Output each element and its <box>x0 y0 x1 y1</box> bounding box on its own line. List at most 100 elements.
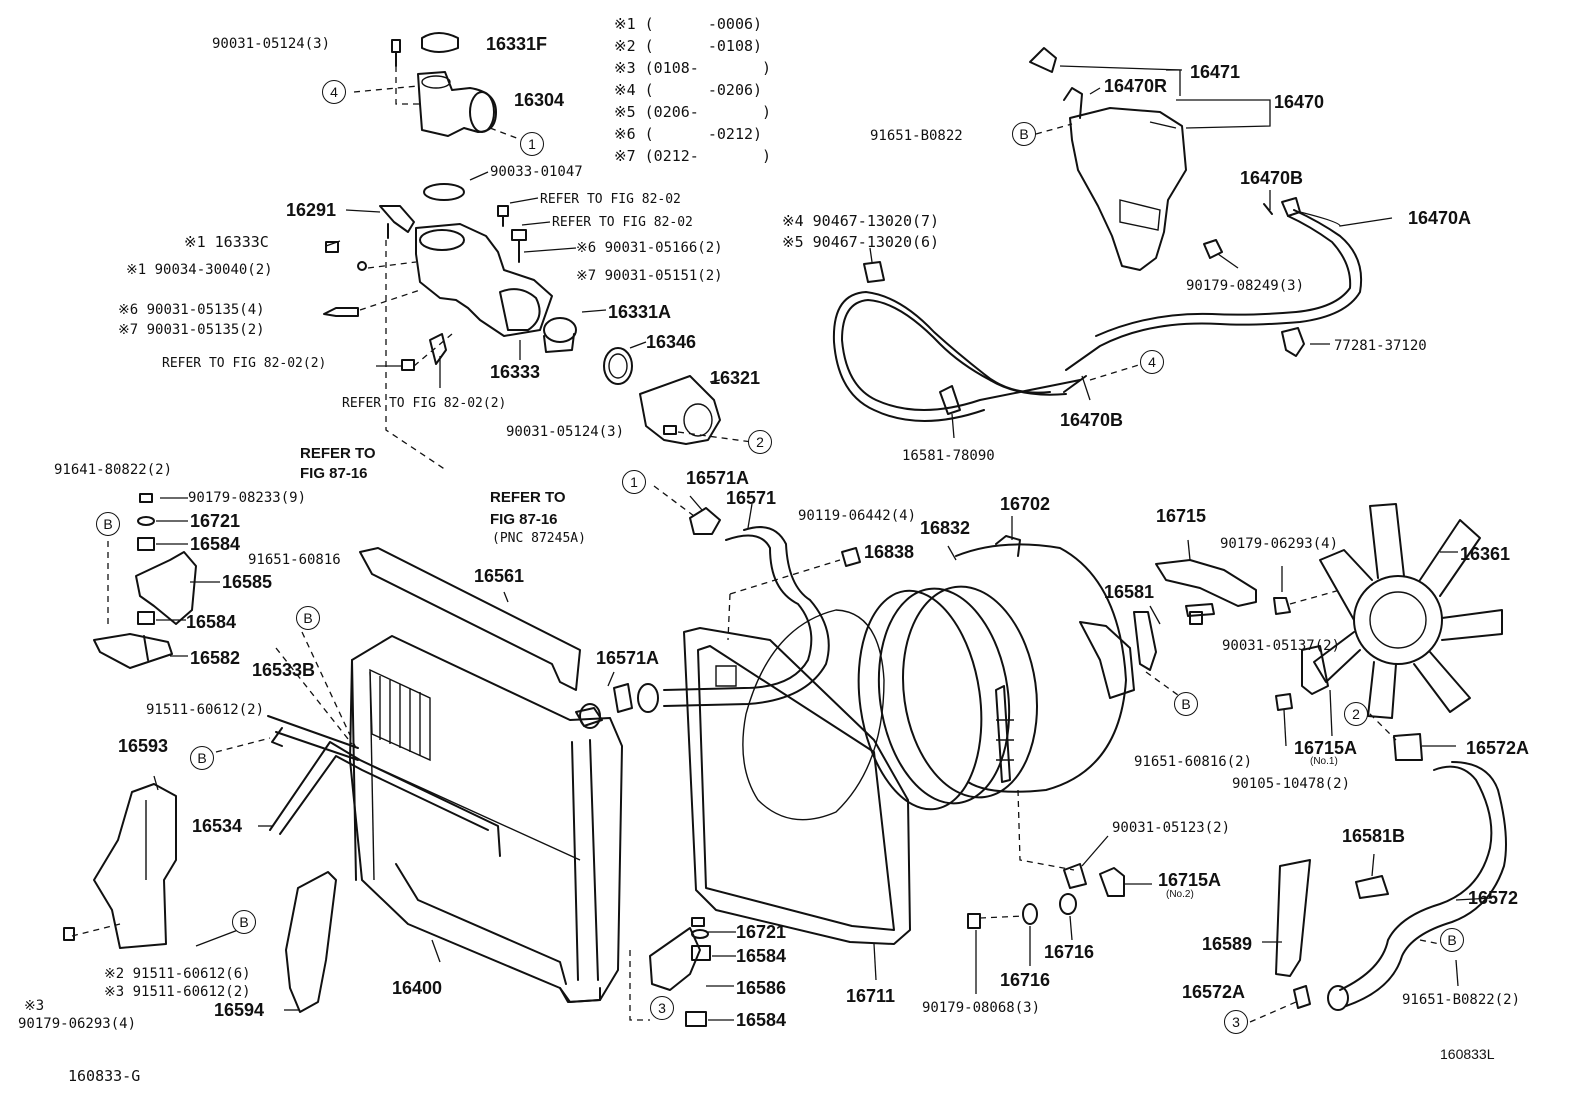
part-label: 16331A <box>608 302 672 322</box>
part-label: 90031-05137(2) <box>1222 638 1341 654</box>
part-label: ※6 90031-05135(4) <box>118 302 265 318</box>
part-label: (No.1) <box>1310 756 1338 767</box>
part-label: 16561 <box>474 566 525 586</box>
part-label: ※7 90031-05151(2) <box>576 268 723 284</box>
part-label: (No.2) <box>1166 889 1194 900</box>
note-row-5: ※5 (0206- ) <box>614 103 772 121</box>
part-label: 91651-60816 <box>248 552 341 568</box>
part-label: ※1 90034-30040(2) <box>126 262 273 278</box>
hardware-16716 <box>967 863 1125 929</box>
part-label: 90179-08249(3) <box>1186 278 1305 294</box>
ref-circle-3: 3 <box>1224 1010 1248 1034</box>
part-label: ※1 16333C <box>184 233 269 251</box>
ref-circle-1: 1 <box>520 132 544 156</box>
part-label: 16721 <box>190 511 241 531</box>
part-label: 16572 <box>1468 888 1519 908</box>
part-label: 16715A <box>1158 870 1222 890</box>
part-label: 16593 <box>118 736 169 756</box>
part-label: 16361 <box>1460 544 1511 564</box>
thermostat-part <box>543 317 633 385</box>
ref-circle-1: 1 <box>622 470 646 494</box>
upper-hose-16571 <box>613 507 830 713</box>
part-label: 16585 <box>222 572 273 592</box>
part-label: 16470A <box>1408 208 1472 228</box>
support-rod-16534 <box>267 715 501 857</box>
ref-circle-2: 2 <box>748 430 772 454</box>
part-label: 16589 <box>1202 934 1253 954</box>
part-label: 16470 <box>1274 92 1325 112</box>
ref-circle-4: 4 <box>322 80 346 104</box>
part-label: 16571 <box>726 488 777 508</box>
ref-circle-b: B <box>96 512 120 536</box>
note-row-4: ※4 ( -0206) <box>614 81 763 99</box>
strap-16589 <box>1275 859 1389 977</box>
part-label: 16702 <box>1000 494 1051 514</box>
part-label: 16832 <box>920 518 971 538</box>
part-label: 16321 <box>710 368 761 388</box>
part-label: (PNC 87245A) <box>492 531 586 546</box>
overflow-hose <box>832 197 1363 422</box>
part-label: ※3 <box>24 998 45 1014</box>
fan-16361 <box>1313 503 1503 719</box>
part-label: 16838 <box>864 542 915 562</box>
part-label: 16711 <box>846 986 896 1006</box>
part-label: ※6 90031-05166(2) <box>576 240 723 256</box>
part-label: REFER TO FIG 82-02(2) <box>162 356 327 371</box>
part-label: 90179-06293(4) <box>18 1016 137 1032</box>
part-label: 16331F <box>486 34 548 54</box>
part-label: 16571A <box>686 468 750 488</box>
lower-mount-16586 <box>649 917 711 1027</box>
part-label: 90179-08068(3) <box>922 1000 1041 1016</box>
part-label: 91511-60612(2) <box>146 702 265 718</box>
part-label: 90119-06442(4) <box>798 508 917 524</box>
ref-circle-b: B <box>232 910 256 934</box>
ref-circle-b: B <box>1174 692 1198 716</box>
ref-circle-b: B <box>296 606 320 630</box>
part-label: 90031-05124(3) <box>212 36 331 52</box>
part-label: 91651-60816(2) <box>1134 754 1253 770</box>
radiator-part <box>349 547 623 1003</box>
part-label: REFER TO FIG 82-02(2) <box>342 396 507 411</box>
part-label: ※2 91511-60612(6) <box>104 966 251 982</box>
figure-code-left: 160833-G <box>68 1067 141 1085</box>
side-shroud-16594 <box>285 871 337 1013</box>
reservoir-tank-part <box>1029 47 1305 357</box>
part-label: ※4 90467-13020(7) <box>782 212 940 230</box>
part-label: 90031-05123(2) <box>1112 820 1231 836</box>
part-label: 16533B <box>252 660 316 680</box>
part-label: 90105-10478(2) <box>1232 776 1351 792</box>
part-label: 16581B <box>1342 826 1406 846</box>
ref-circle-b: B <box>190 746 214 770</box>
part-label: 90179-06293(4) <box>1220 536 1339 552</box>
ref-circle-2: 2 <box>1344 702 1368 726</box>
bracket-16715 <box>1155 559 1257 617</box>
part-label: REFER TO FIG 82-02 <box>540 192 681 207</box>
lower-hose-16572 <box>1293 733 1507 1011</box>
part-label: 90179-08233(9) <box>188 490 307 506</box>
part-label: 77281-37120 <box>1334 338 1427 354</box>
nut-90179-06293 <box>63 927 75 941</box>
part-label: 16572A <box>1182 982 1246 1002</box>
part-label: 91651-B0822(2) <box>1402 992 1521 1008</box>
part-label: 16304 <box>514 90 565 110</box>
part-label: 16716 <box>1044 942 1095 962</box>
fan-shroud-16711 <box>683 609 911 945</box>
part-label: 16346 <box>646 332 697 352</box>
water-outlet-part <box>391 32 497 137</box>
part-label: REFER TO FIG 82-02 <box>552 215 693 230</box>
nut-90179-06293-fan <box>1273 597 1291 615</box>
bracket-16715A-no1 <box>1275 645 1329 711</box>
part-label: 16584 <box>736 946 787 966</box>
ref-circle-b: B <box>1012 122 1036 146</box>
part-label: 16721 <box>736 922 787 942</box>
ref-circle-b: B <box>1440 928 1464 952</box>
part-label: 16581 <box>1104 582 1155 602</box>
side-shroud-16593 <box>93 783 177 949</box>
part-label: 91641-80822(2) <box>54 462 173 478</box>
part-label: 16572A <box>1466 738 1530 758</box>
water-outlet-16321 <box>639 375 721 445</box>
note-row-3: ※3 (0108- ) <box>614 59 772 77</box>
part-label: 16470B <box>1060 410 1124 430</box>
gasket-ring <box>423 183 465 201</box>
